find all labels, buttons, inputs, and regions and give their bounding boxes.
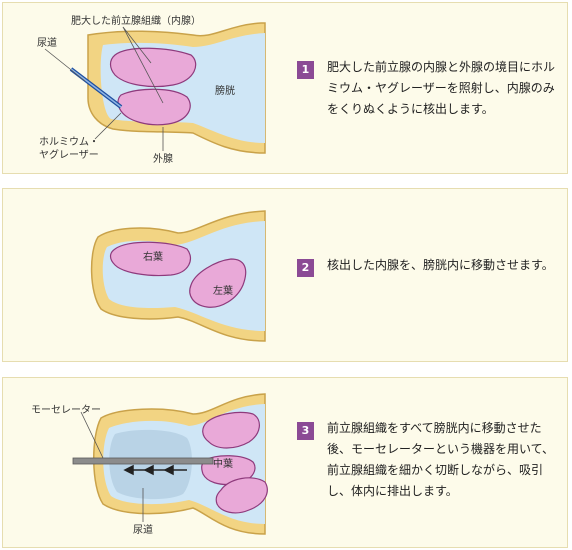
step-2-illustration [90, 210, 266, 342]
middle-lobe-label: 中葉 [213, 459, 233, 470]
leader-lines [44, 26, 164, 151]
step-number-badge: 1 [297, 61, 314, 79]
step-number-badge: 3 [297, 422, 314, 440]
lower-lobe [215, 477, 268, 514]
suction-arrows [123, 464, 187, 476]
step-1-description: 肥大した前立腺の内腺と外腺の境目にホルミウム・ヤグレーザーを照射し、内腺のみをく… [327, 60, 556, 116]
upper-lobe [202, 411, 260, 449]
morcellator-label: モーセレーター [31, 405, 101, 416]
urethra-label: 尿道 [133, 525, 153, 536]
right-lobe-label: 右葉 [143, 252, 163, 263]
leader-lines [80, 411, 144, 522]
step-3-panel: モーセレーター 中葉 尿道 3 前立腺組織をすべて膀胱内に移動させた後、モーセレ… [2, 377, 568, 548]
step-3-illustration [72, 393, 268, 535]
step-number-badge: 2 [297, 259, 314, 277]
step-1-illustration [44, 22, 266, 154]
step-2-description: 核出した内腺を、膀胱内に移動させます。 [327, 258, 554, 272]
left-lobe [189, 258, 247, 308]
urethra-label: 尿道 [37, 38, 57, 49]
step-3-description: 前立腺組織をすべて膀胱内に移動させた後、モーセレーターという機器を用いて、前立腺… [327, 421, 555, 498]
laser-label-line2: ヤグレーザー [39, 150, 99, 161]
outer-gland-label: 外腺 [153, 154, 173, 165]
hypertrophy-label: 肥大した前立腺組織（内腺） [71, 16, 201, 27]
bladder-label: 膀胱 [215, 86, 235, 97]
left-lobe-label: 左葉 [213, 286, 233, 297]
step-1-panel: 肥大した前立腺組織（内腺） 尿道 膀胱 ホルミウム・ ヤグレーザー 外腺 1 肥… [2, 2, 568, 174]
emptied-cavity [109, 429, 192, 500]
upper-lobe [109, 47, 197, 88]
laser-label-line1: ホルミウム・ [39, 137, 99, 148]
morcellator-shaft [72, 457, 214, 465]
right-lobe [109, 241, 192, 277]
step-2-panel: 右葉 左葉 2 核出した内腺を、膀胱内に移動させます。 [2, 188, 568, 362]
